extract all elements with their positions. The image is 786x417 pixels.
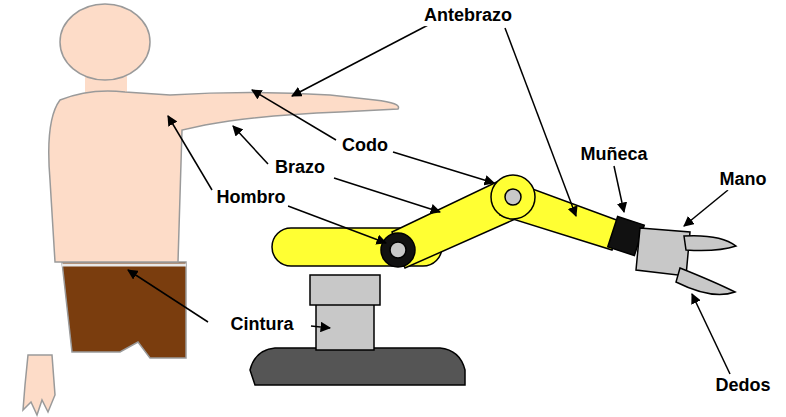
part-label: Muñeca bbox=[578, 145, 649, 165]
part-label: Dedos bbox=[713, 376, 772, 396]
part-label: Hombro bbox=[215, 188, 288, 208]
part-label: Cintura bbox=[229, 315, 296, 335]
part-label: Antebrazo bbox=[422, 6, 514, 26]
part-label: Codo bbox=[340, 136, 390, 156]
part-label: Mano bbox=[718, 170, 769, 190]
part-label: Brazo bbox=[273, 158, 327, 178]
leader-lines bbox=[128, 24, 730, 374]
robot-arm bbox=[250, 175, 736, 385]
